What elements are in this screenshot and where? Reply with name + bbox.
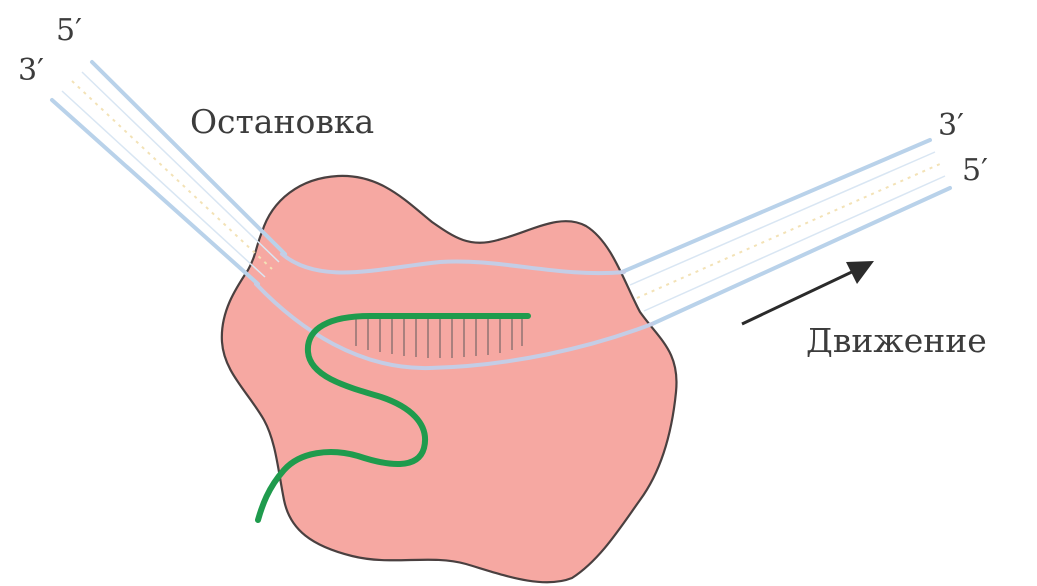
dna-left-strand-top — [92, 62, 285, 254]
enzyme-blob — [222, 176, 677, 582]
stop-label: Остановка — [190, 102, 374, 141]
left-strand-bottom-end-label: 3′ — [18, 53, 44, 88]
left-strand-top-end-label: 5′ — [56, 13, 82, 48]
movement-arrow — [742, 261, 874, 324]
movement-label: Движение — [806, 321, 987, 360]
dna-right-duplex — [622, 140, 950, 324]
dna-left-duplex — [52, 62, 285, 284]
right-strand-bottom-end-label: 5′ — [962, 153, 988, 188]
right-strand-top-end-label: 3′ — [938, 108, 964, 143]
